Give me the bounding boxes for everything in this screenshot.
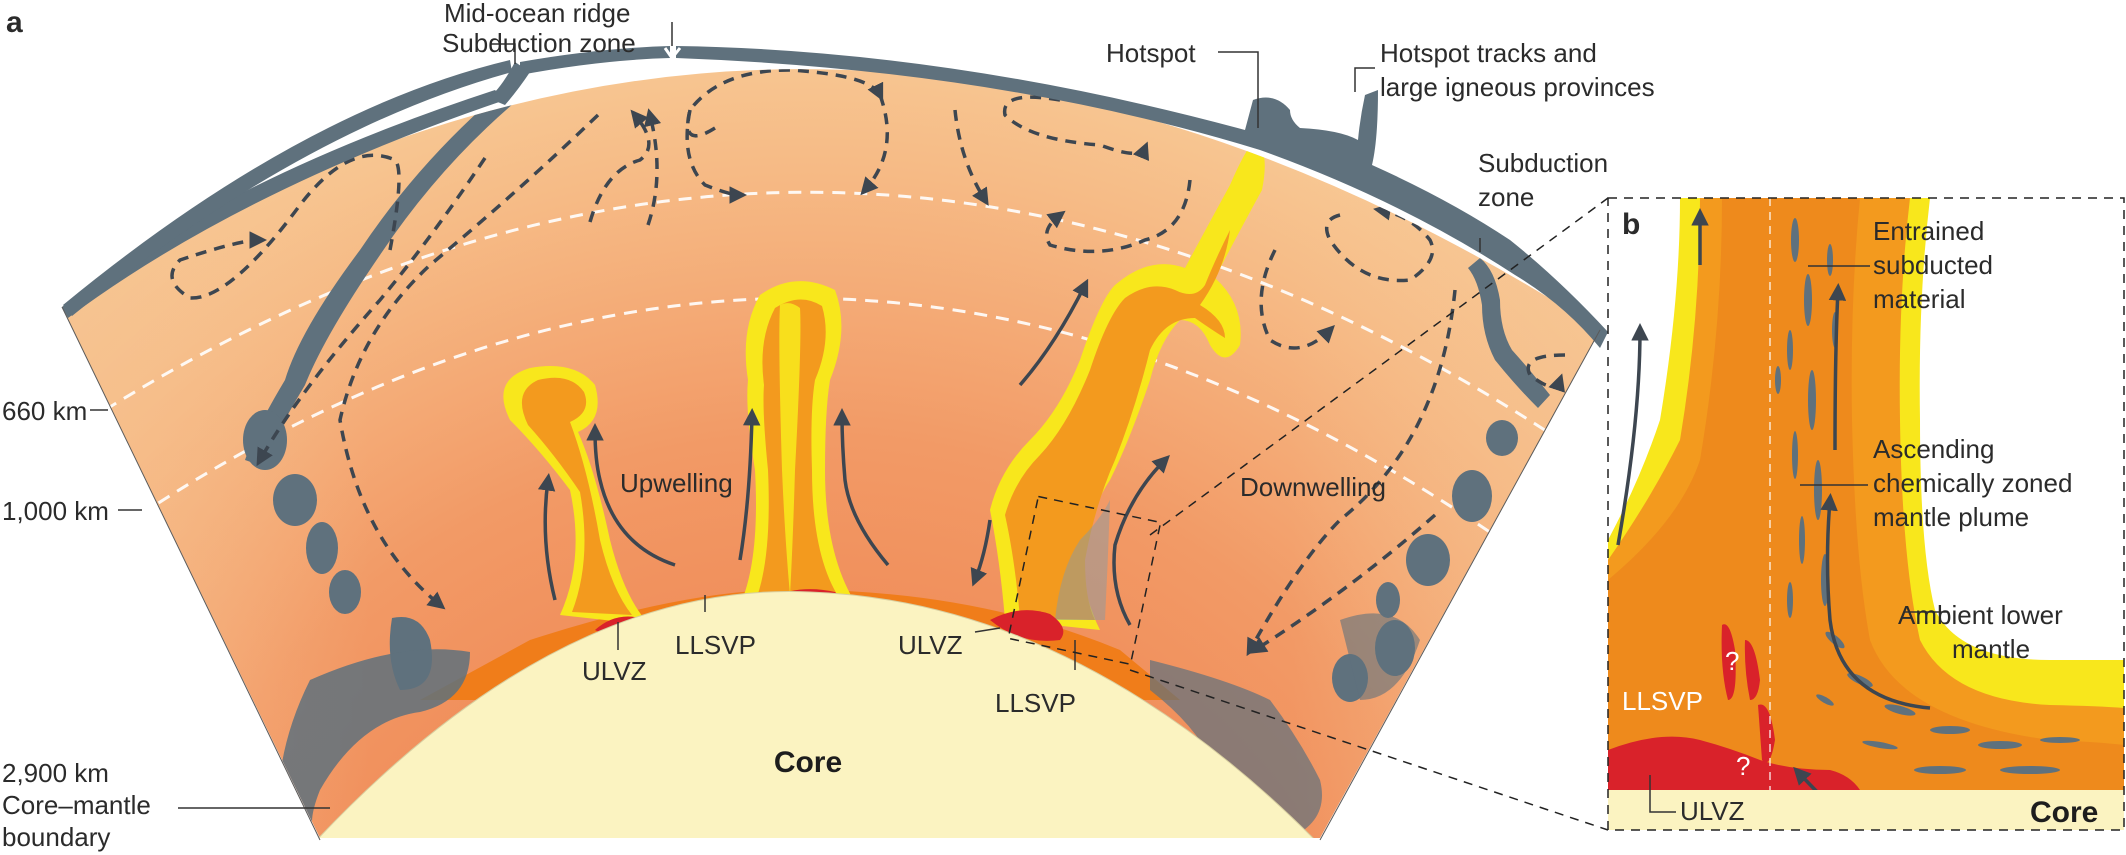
plume-1 <box>503 366 650 625</box>
label-ambient-2: mantle <box>1952 634 2030 664</box>
depth-2900km: 2,900 km <box>2 758 109 788</box>
label-panel-b-ulvz: ULVZ <box>1680 796 1745 826</box>
boundary-660km <box>104 190 1561 442</box>
question-mark-1: ? <box>1725 646 1739 676</box>
label-entrained-2: subducted <box>1873 250 1993 280</box>
wedge-edge-left <box>61 306 321 841</box>
label-hotspot-tracks-1: Hotspot tracks and <box>1380 38 1597 68</box>
panel-a: a <box>2 0 1655 852</box>
plate-right-of-ridge <box>676 46 1608 348</box>
label-downwelling: Downwelling <box>1240 472 1386 502</box>
plate-upper <box>63 60 512 316</box>
lithosphere <box>62 46 1608 348</box>
leader-lines <box>90 22 1481 809</box>
slab-dive-left <box>488 62 530 105</box>
plume-2 <box>740 281 860 610</box>
wedge-edge-right <box>1319 329 1601 841</box>
label-hotspot-tracks-2: large igneous provinces <box>1380 72 1655 102</box>
slab-fragments-right <box>1150 420 1518 838</box>
label-panel-b-llsvp: LLSVP <box>1622 686 1703 716</box>
zoom-connectors <box>1007 197 1609 831</box>
plate-left-of-ridge <box>520 46 670 75</box>
depth-cmb-1: Core–mantle <box>2 790 151 820</box>
label-ulvz-left: ULVZ <box>582 656 647 686</box>
label-ascending-1: Ascending <box>1873 434 1994 464</box>
label-subduction-zone-left: Subduction zone <box>442 28 636 58</box>
panel-b-red-blobs <box>1721 624 1775 763</box>
downwelling-arrow <box>1249 513 1437 654</box>
label-core: Core <box>774 746 842 779</box>
panel-b-letter: b <box>1622 208 1640 241</box>
slab-fragments-left <box>243 410 470 838</box>
panel-b-arrows <box>1616 208 1931 812</box>
label-hotspot: Hotspot <box>1106 38 1196 68</box>
label-upwelling: Upwelling <box>620 468 733 498</box>
label-llsvp-right: LLSVP <box>995 688 1076 718</box>
depth-cmb-2: boundary <box>2 822 110 852</box>
panel-b-frame <box>1607 197 2125 831</box>
label-subduction-zone-right-1: Subduction <box>1478 148 1608 178</box>
panel-b: b Entrained subducted material Ascending… <box>1607 197 2125 831</box>
label-llsvp-left: LLSVP <box>675 630 756 660</box>
label-subduction-zone-right-2: zone <box>1478 182 1534 212</box>
core <box>310 590 1322 838</box>
plume-3 <box>990 140 1265 630</box>
panel-b-plume-core <box>1608 198 2124 790</box>
label-panel-b-core: Core <box>2030 796 2098 829</box>
label-ascending-3: mantle plume <box>1873 502 2029 532</box>
panel-b-core-strip <box>1608 790 2124 830</box>
panel-a-letter: a <box>6 6 23 39</box>
panel-b-leader-lines <box>1649 265 1948 813</box>
plate-left <box>62 90 505 318</box>
ridge-notch <box>663 47 682 61</box>
question-mark-2: ? <box>1736 751 1750 781</box>
label-ambient-1: Ambient lower <box>1898 600 2063 630</box>
depth-660km: 660 km <box>2 396 87 426</box>
label-ascending-2: chemically zoned <box>1873 468 2072 498</box>
label-entrained-3: material <box>1873 284 1965 314</box>
upwelling-arrows <box>537 278 1170 626</box>
label-ulvz-right: ULVZ <box>898 630 963 660</box>
label-mid-ocean-ridge: Mid-ocean ridge <box>444 0 630 28</box>
depth-1000km: 1,000 km <box>2 496 109 526</box>
convection-flows <box>170 69 1566 657</box>
label-entrained-1: Entrained <box>1873 216 1984 246</box>
